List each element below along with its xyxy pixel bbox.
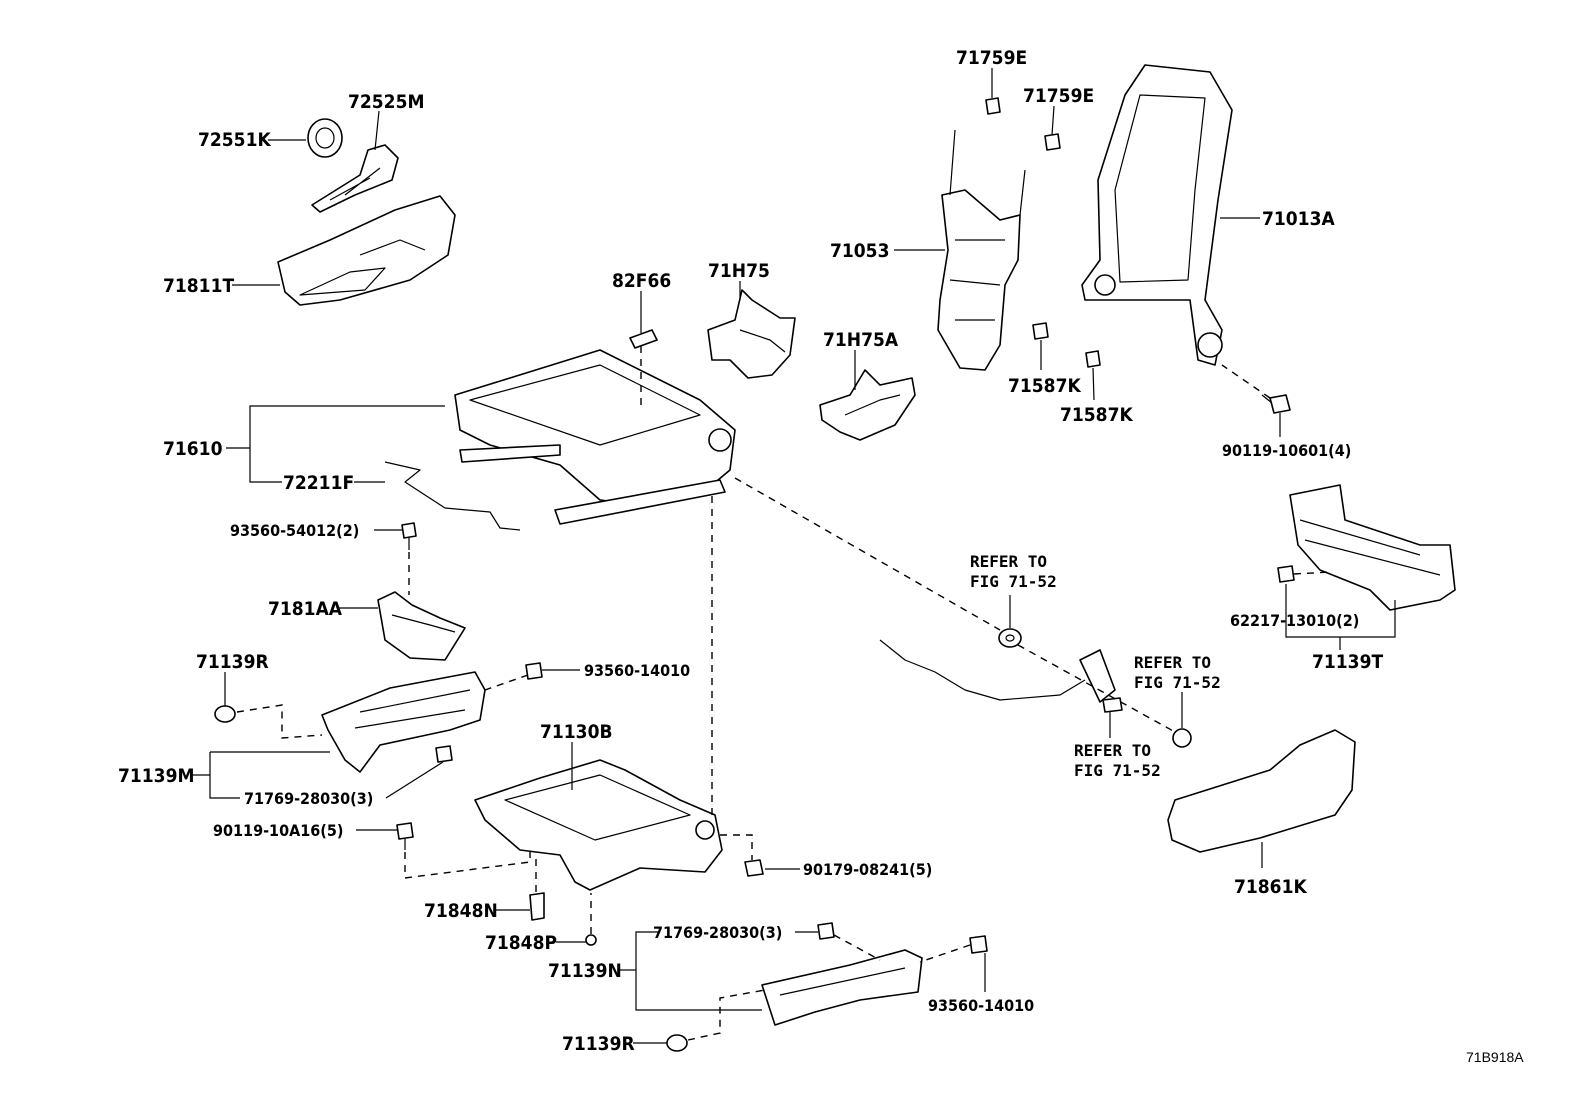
part-93560-14010-bolt-1[interactable] — [525, 662, 543, 680]
part-7181AA-mechanism[interactable] — [377, 591, 466, 661]
part-71130B-riser-frame[interactable] — [474, 759, 723, 891]
part-71610-seat-frame[interactable] — [454, 349, 736, 525]
label-71053[interactable]: 71053 — [830, 240, 889, 262]
label-71587K-1[interactable]: 71587K — [1008, 375, 1081, 397]
label-71769-28030-1[interactable]: 71769-28030(3) — [244, 789, 373, 808]
part-72525M-lever[interactable] — [311, 144, 399, 213]
refer-note-1-line1: REFER TO — [970, 552, 1047, 571]
refer-note-1-line2: FIG 71-52 — [970, 572, 1057, 591]
part-71811T-side-shield[interactable] — [277, 195, 456, 306]
part-labels: 72551K 72525M 71811T 82F66 71H75 71H75A … — [118, 47, 1524, 1065]
label-71013A[interactable]: 71013A — [1262, 208, 1335, 230]
part-71139N-cover[interactable] — [761, 949, 923, 1026]
part-93560-14010-bolt-2[interactable] — [969, 935, 988, 954]
refer-note-3-line1: REFER TO — [1074, 741, 1151, 760]
part-90179-08241-nut[interactable] — [744, 859, 764, 877]
label-93560-54012[interactable]: 93560-54012(2) — [230, 521, 359, 540]
label-7181AA[interactable]: 7181AA — [268, 598, 343, 620]
label-71139T[interactable]: 71139T — [1312, 651, 1383, 673]
label-71139M[interactable]: 71139M — [118, 765, 194, 787]
part-71053-spring-assy[interactable] — [937, 129, 1026, 371]
part-71139T-cover[interactable] — [1289, 484, 1456, 611]
part-71769-28030-clip-2[interactable] — [817, 922, 835, 940]
part-71848N-bolt[interactable] — [529, 892, 545, 921]
label-72525M[interactable]: 72525M — [348, 91, 424, 113]
part-72551K-knob-cap[interactable] — [307, 118, 343, 158]
label-71759E-2[interactable]: 71759E — [1023, 85, 1094, 107]
part-71139R-clip-1[interactable] — [214, 705, 236, 723]
label-71139R-2[interactable]: 71139R — [562, 1033, 635, 1055]
label-90179-08241[interactable]: 90179-08241(5) — [803, 860, 932, 879]
label-71610[interactable]: 71610 — [163, 438, 223, 460]
label-71861K[interactable]: 71861K — [1234, 876, 1307, 898]
label-71H75A[interactable]: 71H75A — [823, 329, 899, 351]
part-71848P-bolt[interactable] — [585, 934, 597, 946]
leader-lines — [192, 68, 1396, 1044]
refer-note-2-line2: FIG 71-52 — [1134, 673, 1221, 692]
nut-refer-fig[interactable] — [1172, 728, 1192, 748]
label-71130B[interactable]: 71130B — [540, 721, 613, 743]
label-82F66[interactable]: 82F66 — [612, 270, 671, 292]
part-71861K-cover[interactable] — [1167, 729, 1356, 853]
label-72211F[interactable]: 72211F — [283, 472, 354, 494]
label-71848N[interactable]: 71848N — [424, 900, 498, 922]
part-62217-13010-clip[interactable] — [1277, 565, 1295, 583]
part-93560-54012-bolt[interactable] — [401, 522, 417, 550]
seatbelt-buckle-harness[interactable] — [879, 639, 1123, 713]
label-71139R-1[interactable]: 71139R — [196, 651, 269, 673]
label-71848P[interactable]: 71848P — [485, 932, 557, 954]
label-93560-14010-1[interactable]: 93560-14010 — [584, 661, 690, 680]
part-71587K-clip-2[interactable] — [1085, 350, 1101, 368]
label-93560-14010-2[interactable]: 93560-14010 — [928, 996, 1034, 1015]
label-71139N[interactable]: 71139N — [548, 960, 622, 982]
part-71769-28030-clip-1[interactable] — [435, 745, 453, 763]
refer-note-3-line2: FIG 71-52 — [1074, 761, 1161, 780]
part-71759E-clip-2[interactable] — [1044, 133, 1061, 151]
label-71759E-1[interactable]: 71759E — [956, 47, 1027, 69]
label-62217-13010[interactable]: 62217-13010(2) — [1230, 611, 1359, 630]
part-71013A-seatback-frame[interactable] — [1081, 64, 1233, 366]
part-90119-10601-bolt[interactable] — [1261, 394, 1291, 414]
washer-refer-fig[interactable] — [998, 628, 1022, 648]
figure-code: 71B918A — [1466, 1049, 1524, 1065]
part-71139M-cover[interactable] — [321, 671, 486, 773]
label-71769-28030-2[interactable]: 71769-28030(3) — [653, 923, 782, 942]
part-71759E-clip-1[interactable] — [985, 97, 1001, 115]
part-72211F-wire[interactable] — [384, 461, 521, 531]
label-90119-10601[interactable]: 90119-10601(4) — [1222, 441, 1351, 460]
part-90119-10A16-bolt[interactable] — [396, 822, 414, 850]
part-71139R-clip-2[interactable] — [666, 1034, 688, 1052]
part-82F66-bracket[interactable] — [629, 329, 658, 349]
part-71H75A-cover[interactable] — [819, 369, 916, 441]
label-72551K[interactable]: 72551K — [198, 129, 271, 151]
label-71811T[interactable]: 71811T — [163, 275, 234, 297]
refer-note-2-line1: REFER TO — [1134, 653, 1211, 672]
label-90119-10A16[interactable]: 90119-10A16(5) — [213, 821, 343, 840]
part-71587K-clip-1[interactable] — [1032, 322, 1049, 340]
label-71587K-2[interactable]: 71587K — [1060, 404, 1133, 426]
label-71H75[interactable]: 71H75 — [708, 260, 770, 282]
part-71H75-cover[interactable] — [707, 289, 796, 379]
